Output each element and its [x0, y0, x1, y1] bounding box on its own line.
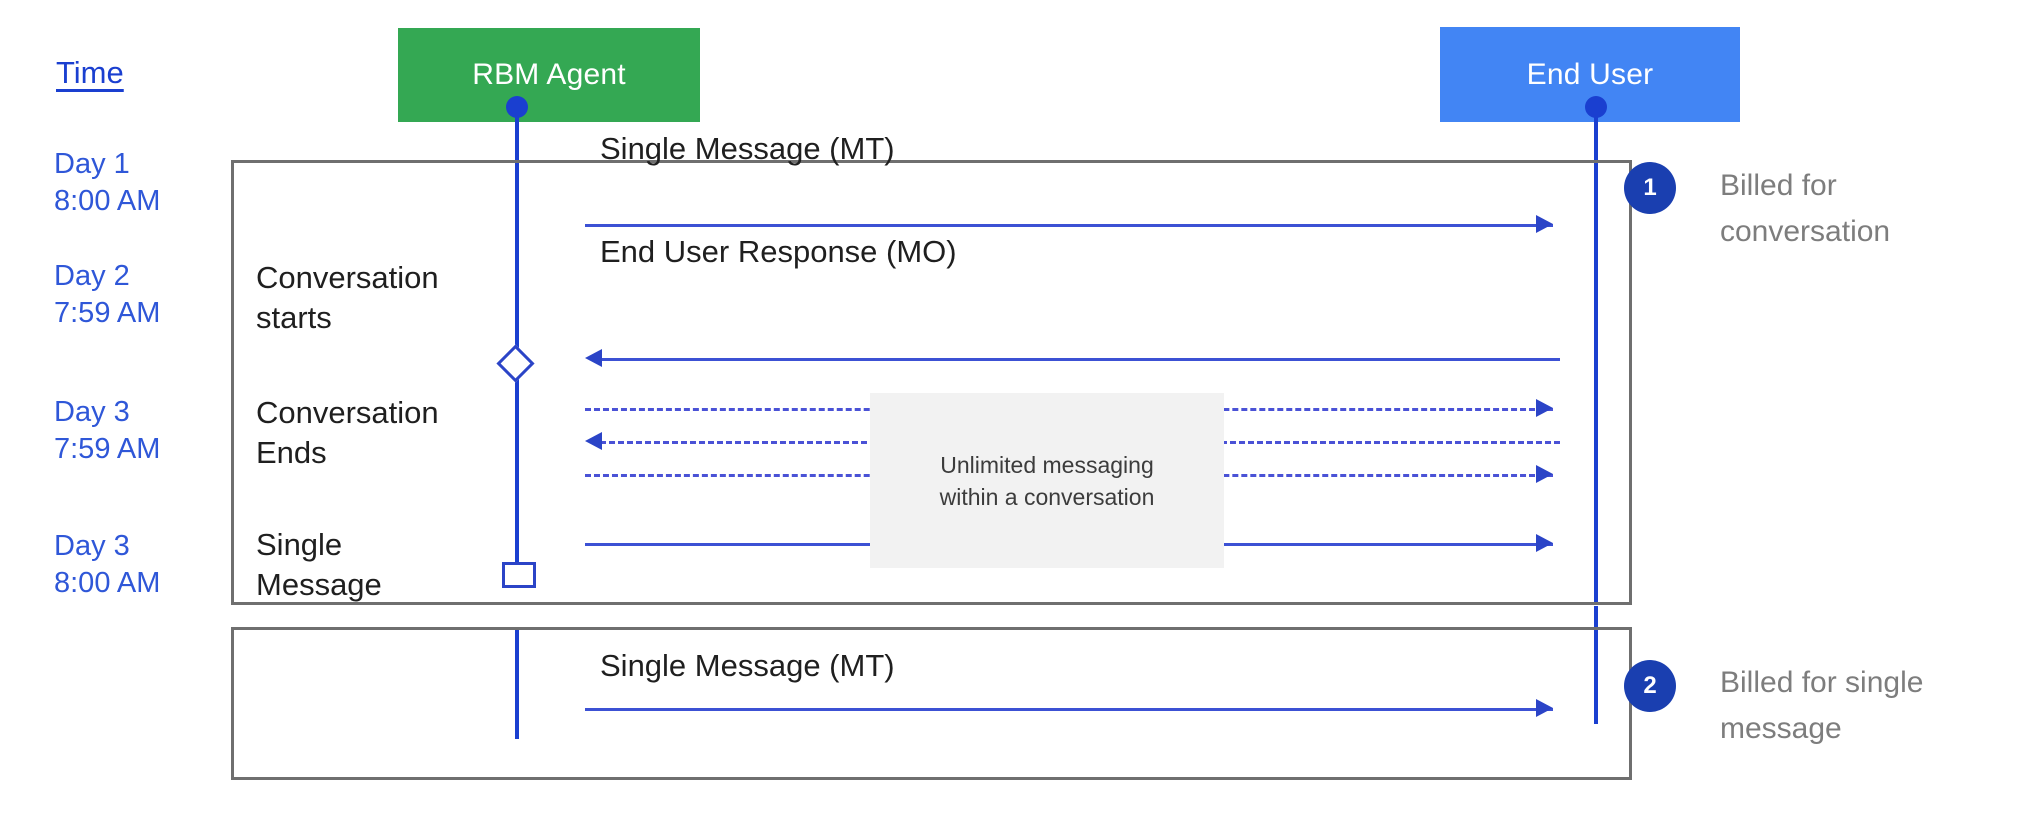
note-conversation-starts: Conversation starts	[256, 260, 439, 335]
message-line-single-message-mt-2	[585, 708, 1553, 711]
message-arrowhead-left-mo	[585, 349, 602, 367]
conversation-end-square-marker	[502, 562, 536, 588]
conversation-frame	[231, 160, 1632, 605]
actor-rbm-agent-label: RBM Agent	[472, 58, 626, 91]
single-message-frame	[231, 627, 1632, 780]
billing-caption-single-message: Billed for single message	[1720, 666, 1924, 745]
lifeline-start-dot-user	[1585, 96, 1607, 118]
message-line-end-user-response-mo	[600, 358, 1560, 361]
message-arrowhead-right-mt-2	[1536, 699, 1553, 717]
billing-caption-conversation: Billed for conversation	[1720, 169, 1891, 248]
actor-rbm-agent: RBM Agent	[398, 28, 700, 122]
message-arrowhead-right-unlimited-1	[1536, 399, 1553, 417]
message-arrowhead-right-mt-1	[1536, 215, 1553, 233]
billing-badge-1: 1	[1624, 162, 1676, 214]
time-axis-label: Time	[56, 55, 124, 90]
message-arrowhead-left-unlimited-2	[585, 432, 602, 450]
time-row-day1-800am: Day 1 8:00 AM	[54, 148, 161, 217]
lifeline-end-user	[1594, 108, 1598, 605]
billing-badge-1-number: 1	[1643, 174, 1657, 201]
actor-end-user-label: End User	[1526, 57, 1654, 91]
billing-badge-2-number: 2	[1643, 672, 1657, 699]
note-conversation-ends: Conversation Ends	[256, 395, 439, 470]
message-label-single-message-mt-1: Single Message (MT)	[600, 131, 895, 166]
unlimited-messaging-callout: Unlimited messaging within a conversatio…	[870, 393, 1224, 568]
unlimited-messaging-callout-text: Unlimited messaging within a conversatio…	[939, 451, 1155, 510]
lifeline-end-user-lower	[1594, 606, 1598, 724]
lifeline-rbm-agent-lower	[515, 627, 519, 739]
note-single-message: Single Message	[256, 527, 382, 602]
message-label-single-message-mt-2: Single Message (MT)	[600, 648, 895, 683]
billing-badge-2: 2	[1624, 660, 1676, 712]
lifeline-start-dot-agent	[506, 96, 528, 118]
time-row-day2-759am: Day 2 7:59 AM	[54, 260, 161, 329]
message-arrowhead-right-unlimited-4	[1536, 534, 1553, 552]
time-row-day3-800am: Day 3 8:00 AM	[54, 530, 161, 599]
message-line-single-message-mt-1	[585, 224, 1553, 227]
message-label-end-user-response-mo: End User Response (MO)	[600, 234, 957, 269]
time-row-day3-759am: Day 3 7:59 AM	[54, 396, 161, 465]
message-arrowhead-right-unlimited-3	[1536, 465, 1553, 483]
